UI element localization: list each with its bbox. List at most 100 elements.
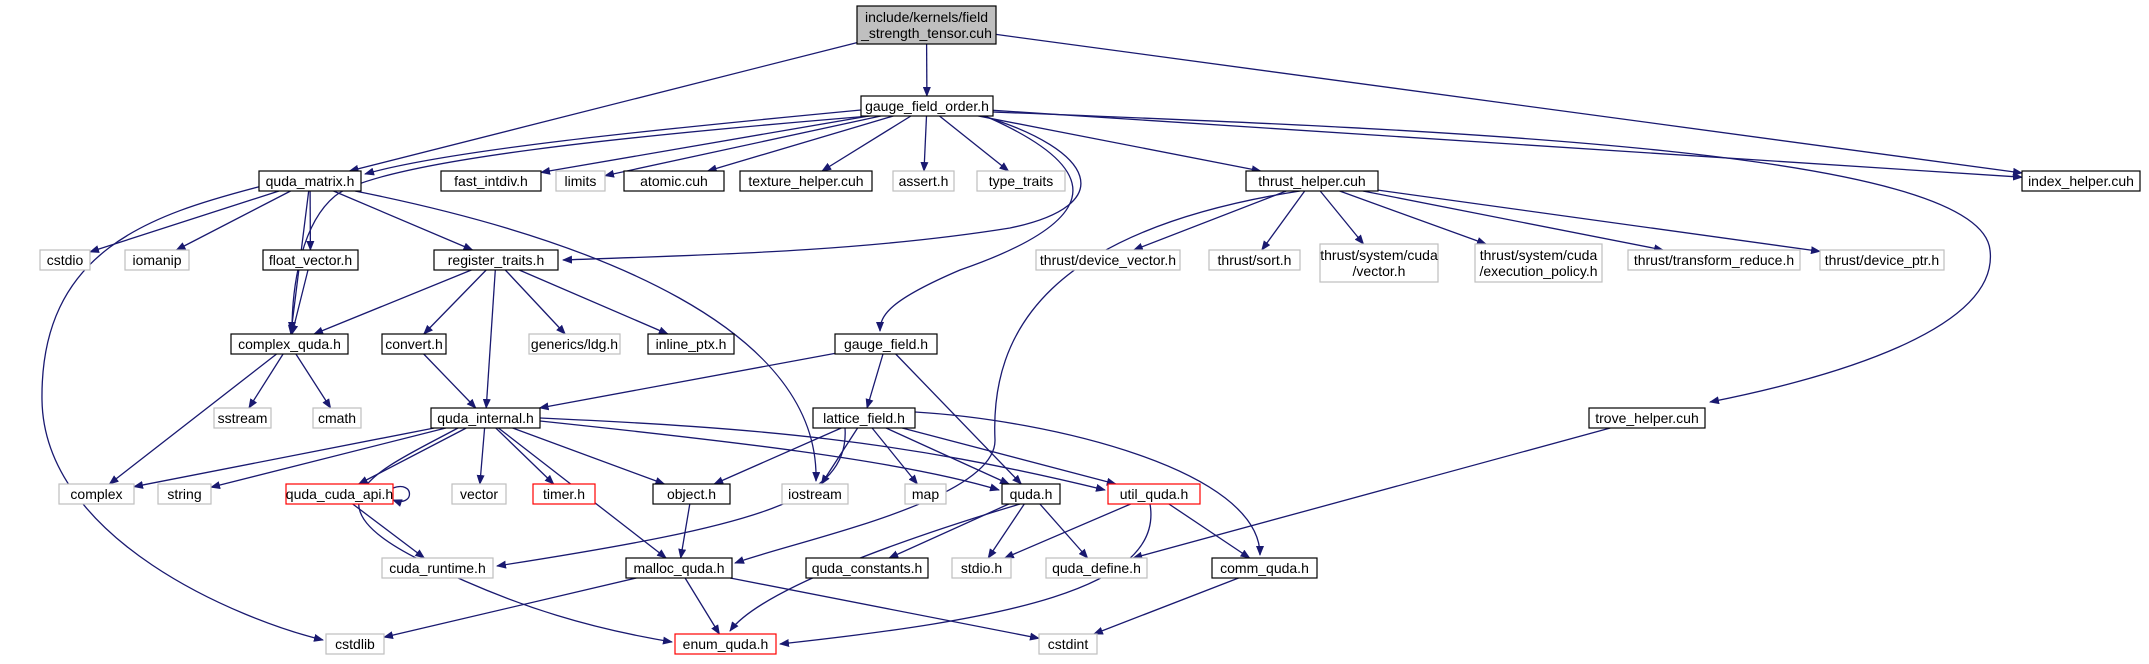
- node-ldg[interactable]: generics/ldg.h: [528, 333, 621, 355]
- edge-regt-to-conv: [423, 269, 487, 335]
- node-ttr[interactable]: thrust/transform_reduce.h: [1627, 249, 1801, 271]
- node-limits[interactable]: limits: [555, 170, 606, 192]
- node-assert[interactable]: assert.h: [892, 170, 955, 192]
- node-tsort[interactable]: thrust/sort.h: [1208, 249, 1301, 271]
- node-box-comm: [1211, 557, 1318, 579]
- node-stdio[interactable]: stdio.h: [951, 557, 1012, 579]
- edge-cq-to-complex: [108, 353, 277, 485]
- node-box-ldg: [528, 333, 621, 355]
- node-cmath[interactable]: cmath: [312, 407, 362, 429]
- node-box-enum: [674, 633, 777, 655]
- node-cstdio[interactable]: cstdio: [39, 249, 91, 271]
- node-iostream[interactable]: iostream: [781, 483, 849, 505]
- node-box-trove: [1588, 407, 1706, 429]
- node-qconst[interactable]: quda_constants.h: [805, 557, 929, 579]
- node-label-string: string: [167, 486, 201, 502]
- node-atomic[interactable]: atomic.cuh: [623, 170, 725, 192]
- node-label-root-line-1: _strength_tensor.cuh: [860, 25, 992, 41]
- node-iptx[interactable]: inline_ptx.h: [647, 333, 735, 355]
- edge-lf-to-uq: [902, 427, 1117, 486]
- node-idxh[interactable]: index_helper.cuh: [2021, 170, 2141, 192]
- node-sstream[interactable]: sstream: [213, 407, 272, 429]
- edge-qca-to-crt: [352, 503, 426, 559]
- edge-mq-to-enum: [684, 577, 720, 635]
- node-mq[interactable]: malloc_quda.h: [625, 557, 733, 579]
- edge-thrh-to-tscep: [1339, 190, 1487, 245]
- node-label-atomic: atomic.cuh: [640, 173, 708, 189]
- node-cstdlib[interactable]: cstdlib: [325, 633, 385, 655]
- edge-gfo-to-gf: [876, 115, 1074, 332]
- node-box-tdp: [1819, 249, 1945, 271]
- node-box-crt: [381, 557, 494, 579]
- edge-qint-to-vector: [476, 427, 486, 485]
- edge-thrh-to-tsort: [1261, 190, 1306, 251]
- node-fint[interactable]: fast_intdiv.h: [440, 170, 542, 192]
- node-box-thrh: [1245, 170, 1379, 192]
- node-label-tdp: thrust/device_ptr.h: [1825, 252, 1939, 268]
- node-qmat[interactable]: quda_matrix.h: [258, 170, 362, 192]
- node-comm[interactable]: comm_quda.h: [1211, 557, 1318, 579]
- node-qint[interactable]: quda_internal.h: [430, 407, 541, 429]
- node-fvec[interactable]: float_vector.h: [262, 249, 359, 271]
- node-map[interactable]: map: [904, 483, 947, 505]
- node-label-cstdio: cstdio: [47, 252, 84, 268]
- node-regt[interactable]: register_traits.h: [433, 249, 559, 271]
- node-root[interactable]: include/kernels/field_strength_tensor.cu…: [856, 5, 997, 45]
- node-thrh[interactable]: thrust_helper.cuh: [1245, 170, 1379, 192]
- node-string[interactable]: string: [157, 483, 212, 505]
- node-label-vector: vector: [460, 486, 498, 502]
- node-ttraits[interactable]: type_traits: [976, 170, 1066, 192]
- node-tscv[interactable]: thrust/system/cuda/vector.h: [1319, 243, 1439, 283]
- node-label-qca: quda_cuda_api.h: [286, 486, 393, 502]
- edge-qmat-to-cstdio: [89, 190, 280, 253]
- edge-fvec-to-cq: [290, 269, 309, 335]
- node-timer[interactable]: timer.h: [532, 483, 596, 505]
- node-label-enum: enum_quda.h: [683, 636, 769, 652]
- node-label-stdio: stdio.h: [961, 560, 1002, 576]
- nodes-layer: include/kernels/field_strength_tensor.cu…: [39, 5, 2141, 655]
- node-cq[interactable]: complex_quda.h: [230, 333, 349, 355]
- node-obj[interactable]: object.h: [652, 483, 731, 505]
- node-box-ttraits: [976, 170, 1066, 192]
- edge-gfo-to-ttraits: [939, 115, 1010, 172]
- node-label-cmath: cmath: [318, 410, 356, 426]
- node-vector[interactable]: vector: [451, 483, 507, 505]
- node-gfo[interactable]: gauge_field_order.h: [860, 95, 994, 117]
- node-tscep[interactable]: thrust/system/cuda/execution_policy.h: [1474, 243, 1603, 283]
- node-qca[interactable]: quda_cuda_api.h: [285, 483, 394, 505]
- edge-gf-to-qint: [538, 352, 836, 411]
- node-texh[interactable]: texture_helper.cuh: [739, 170, 873, 192]
- node-tdp[interactable]: thrust/device_ptr.h: [1819, 249, 1945, 271]
- node-box-cq: [230, 333, 349, 355]
- node-label-qdef: quda_define.h: [1052, 560, 1141, 576]
- node-trove[interactable]: trove_helper.cuh: [1588, 407, 1706, 429]
- edge-qmat-to-cstdlib: [41, 185, 324, 642]
- node-crt[interactable]: cuda_runtime.h: [381, 557, 494, 579]
- node-lf[interactable]: lattice_field.h: [812, 407, 916, 429]
- edge-qint-to-complex: [133, 427, 435, 489]
- node-label-sstream: sstream: [218, 410, 268, 426]
- node-quda[interactable]: quda.h: [1001, 483, 1061, 505]
- node-qdef[interactable]: quda_define.h: [1045, 557, 1148, 579]
- node-box-iptx: [647, 333, 735, 355]
- node-complex[interactable]: complex: [58, 483, 135, 505]
- node-tdv[interactable]: thrust/device_vector.h: [1035, 249, 1181, 271]
- node-cstdint[interactable]: cstdint: [1038, 633, 1098, 655]
- node-label-ttr: thrust/transform_reduce.h: [1634, 252, 1794, 268]
- node-box-cmath: [312, 407, 362, 429]
- node-label-trove: trove_helper.cuh: [1595, 410, 1699, 426]
- node-enum[interactable]: enum_quda.h: [674, 633, 777, 655]
- node-label-limits: limits: [565, 173, 597, 189]
- node-box-lf: [812, 407, 916, 429]
- node-box-gf: [834, 333, 938, 355]
- node-iomanip[interactable]: iomanip: [124, 249, 190, 271]
- edge-mq-to-cstdint: [730, 577, 1040, 641]
- edge-root-to-qmat: [348, 41, 858, 173]
- node-box-tscv: [1319, 243, 1439, 283]
- node-box-fint: [440, 170, 542, 192]
- edge-gfo-to-assert: [920, 115, 929, 172]
- edge-obj-to-mq: [678, 503, 691, 559]
- node-conv[interactable]: convert.h: [381, 333, 447, 355]
- node-gf[interactable]: gauge_field.h: [834, 333, 938, 355]
- node-uq[interactable]: util_quda.h: [1107, 483, 1201, 505]
